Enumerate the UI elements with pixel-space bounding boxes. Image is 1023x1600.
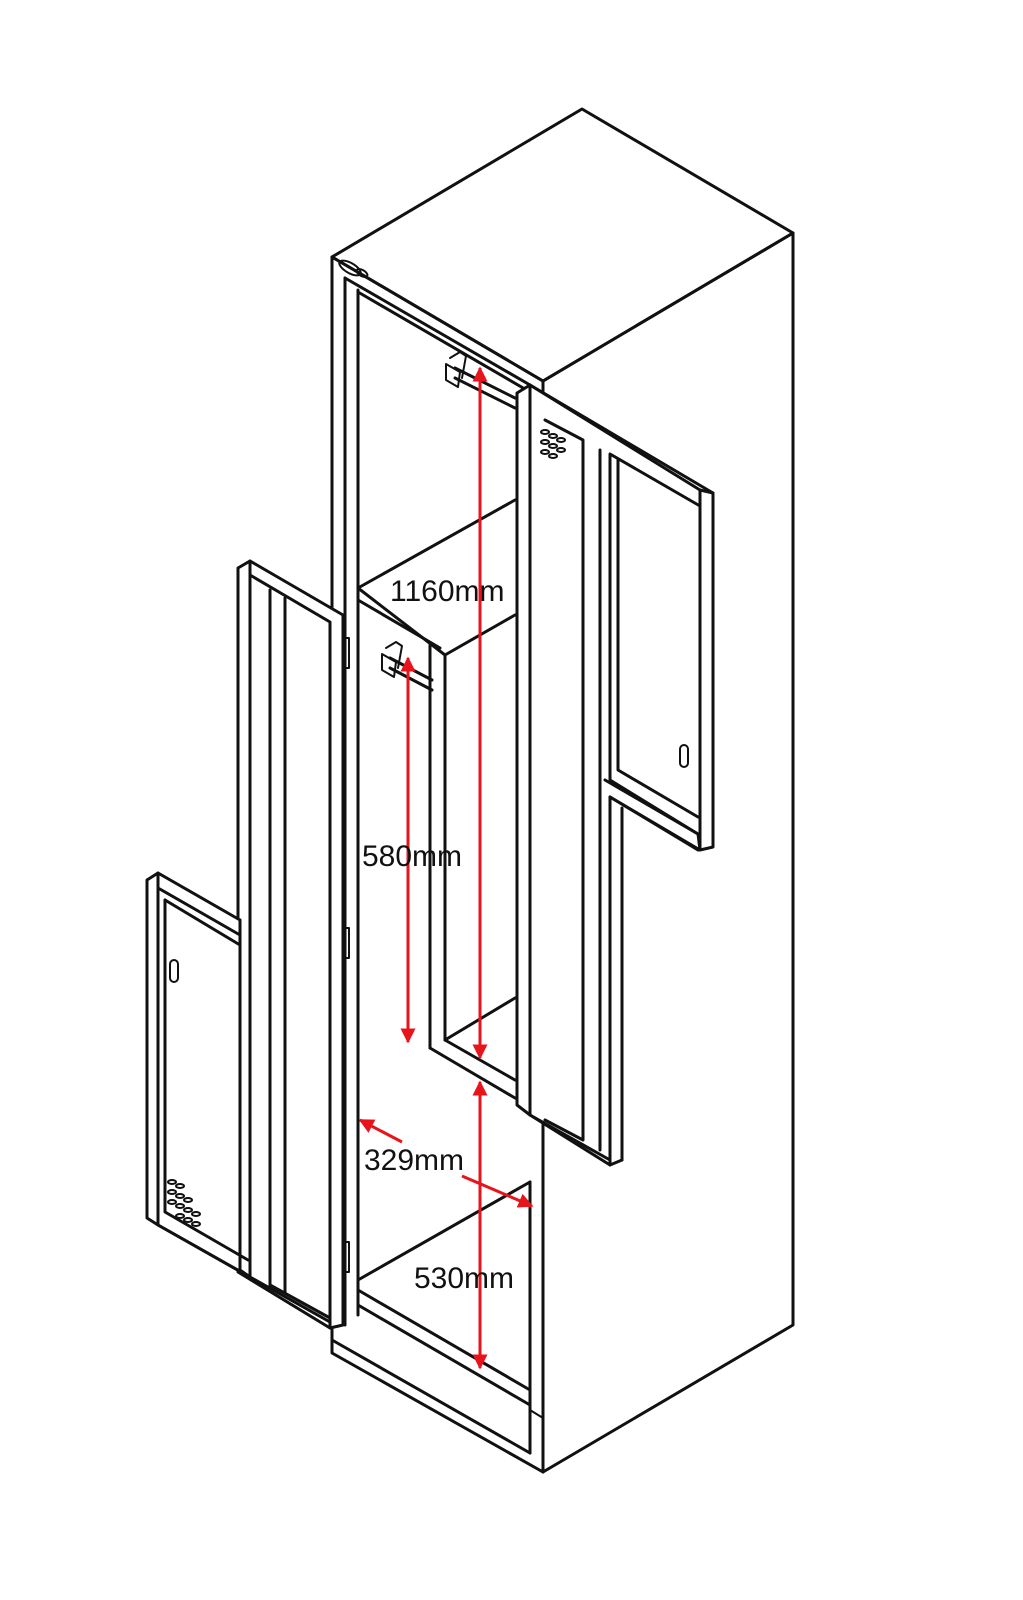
lower-left-door-vents: [167, 1179, 201, 1227]
label-530mm: 530mm: [414, 1262, 514, 1295]
right-door-vents: [540, 429, 566, 459]
dimension-arrows: [358, 366, 534, 1370]
cabinet-interior: [356, 351, 532, 1387]
label-329mm: 329mm: [364, 1144, 464, 1177]
lower-left-door-lock-icon: [169, 959, 179, 983]
right-door: [515, 383, 715, 1167]
dim-arrow-329-a: [358, 1118, 403, 1144]
label-1160mm: 1160mm: [390, 575, 505, 608]
label-580mm: 580mm: [362, 840, 462, 873]
cabinet-body: [330, 107, 795, 1474]
right-door-lock-icon: [679, 744, 689, 768]
middle-left-door: [236, 559, 345, 1330]
lower-left-door: [145, 871, 252, 1279]
